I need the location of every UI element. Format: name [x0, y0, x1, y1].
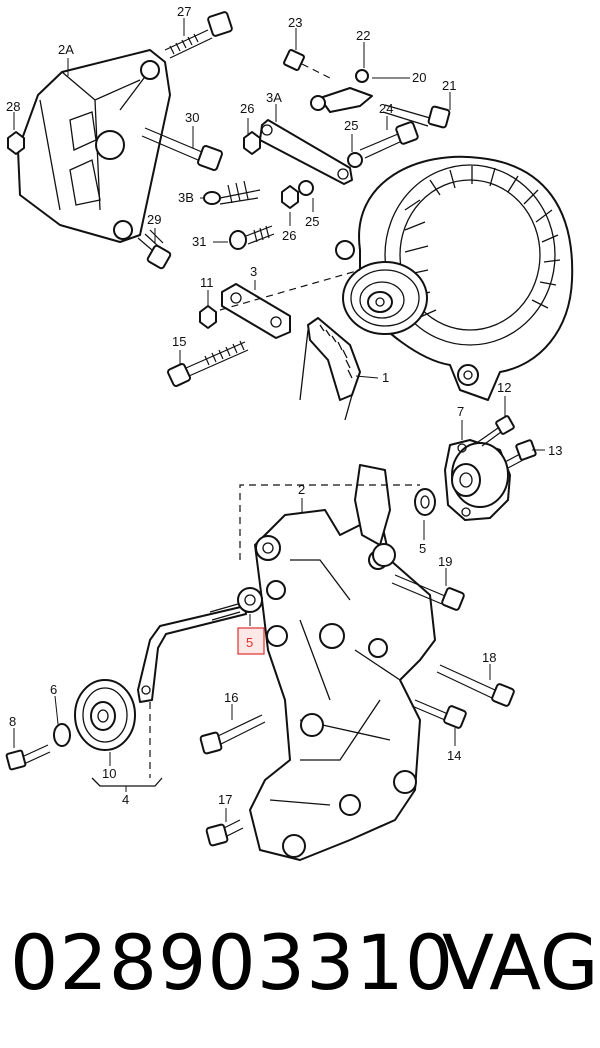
callout-2: 2: [298, 482, 305, 497]
main-bracket-2: [239, 464, 436, 861]
part-number: 028903310: [10, 918, 455, 1007]
callout-27: 27: [177, 4, 191, 19]
nut-26a: [243, 131, 261, 155]
bolt-16: [199, 714, 266, 755]
washer-25b: [298, 180, 314, 196]
callout-4: 4: [122, 792, 129, 807]
bolt-12: [477, 415, 515, 447]
washer-5b: [414, 488, 436, 516]
callout-14: 14: [447, 748, 461, 763]
callout-10: 10: [102, 766, 116, 781]
bolt-29: [137, 229, 172, 270]
washer-6: [53, 723, 71, 747]
bolt-8: [5, 744, 51, 771]
alternator: [335, 155, 574, 401]
callout-5b: 5: [419, 541, 426, 556]
callout-24: 24: [379, 101, 393, 116]
idler-arm-4: [137, 605, 247, 703]
bolt-21: [382, 104, 451, 129]
bolt-23: [283, 49, 331, 79]
callout-20: 20: [412, 70, 426, 85]
callout-labels: 27 2A 23 22 20 21 28 26 3A 24 30 25 3B 2…: [6, 4, 562, 807]
callout-31: 31: [192, 234, 206, 249]
exploded-parts-diagram: 27 2A 23 22 20 21 28 26 3A 24 30 25 3B 2…: [5, 4, 574, 861]
bolt-30: [141, 127, 223, 171]
callout-7: 7: [457, 404, 464, 419]
washer-5a: [237, 587, 263, 613]
callout-16: 16: [224, 690, 238, 705]
ribbed-belt-1: [299, 317, 361, 421]
callout-6: 6: [50, 682, 57, 697]
washer-25a: [347, 152, 363, 168]
bolt-27: [164, 11, 233, 59]
bolt-15: [167, 340, 249, 387]
bracket-2a: [17, 49, 171, 243]
callout-21: 21: [442, 78, 456, 93]
callout-26b: 26: [282, 228, 296, 243]
strap-3: [221, 283, 291, 339]
sensor-3b: [203, 180, 261, 205]
callout-17: 17: [218, 792, 232, 807]
bolt-19: [391, 574, 465, 611]
callout-22: 22: [356, 28, 370, 43]
callout-30: 30: [185, 110, 199, 125]
highlight-box-5: [237, 627, 265, 655]
bolt-17: [205, 819, 244, 847]
callout-19: 19: [438, 554, 452, 569]
callout-5-highlighted: 5: [246, 635, 253, 650]
callout-29: 29: [147, 212, 161, 227]
nut-11: [199, 305, 217, 329]
callout-25b: 25: [305, 214, 319, 229]
callout-13: 13: [548, 443, 562, 458]
callout-3a: 3A: [266, 90, 282, 105]
callout-28: 28: [6, 99, 20, 114]
bolt-13: [504, 439, 537, 469]
callout-11: 11: [200, 275, 214, 290]
callout-8: 8: [9, 714, 16, 729]
bracket-4: [91, 777, 163, 787]
callout-26a: 26: [240, 101, 254, 116]
leader-lines: [13, 18, 545, 822]
callout-12: 12: [497, 380, 511, 395]
callout-25a: 25: [344, 118, 358, 133]
nut-28: [7, 131, 25, 155]
bolt-31: [229, 225, 275, 250]
callout-18: 18: [482, 650, 496, 665]
idler-pulley-10: [74, 679, 136, 751]
tensioner-7: [444, 439, 511, 521]
callout-1: 1: [382, 370, 389, 385]
callout-2a: 2A: [58, 42, 74, 57]
nut-26b: [281, 185, 299, 209]
adjust-bracket-3a: [259, 69, 373, 185]
callout-3: 3: [250, 264, 257, 279]
callout-3b: 3B: [178, 190, 194, 205]
bolt-24: [359, 121, 419, 159]
callout-15: 15: [172, 334, 186, 349]
callout-23: 23: [288, 15, 302, 30]
bolt-18: [436, 664, 515, 707]
brand-label: VAG: [442, 918, 599, 1007]
bolt-14: [411, 699, 467, 729]
dash-alternator-line: [219, 269, 361, 311]
